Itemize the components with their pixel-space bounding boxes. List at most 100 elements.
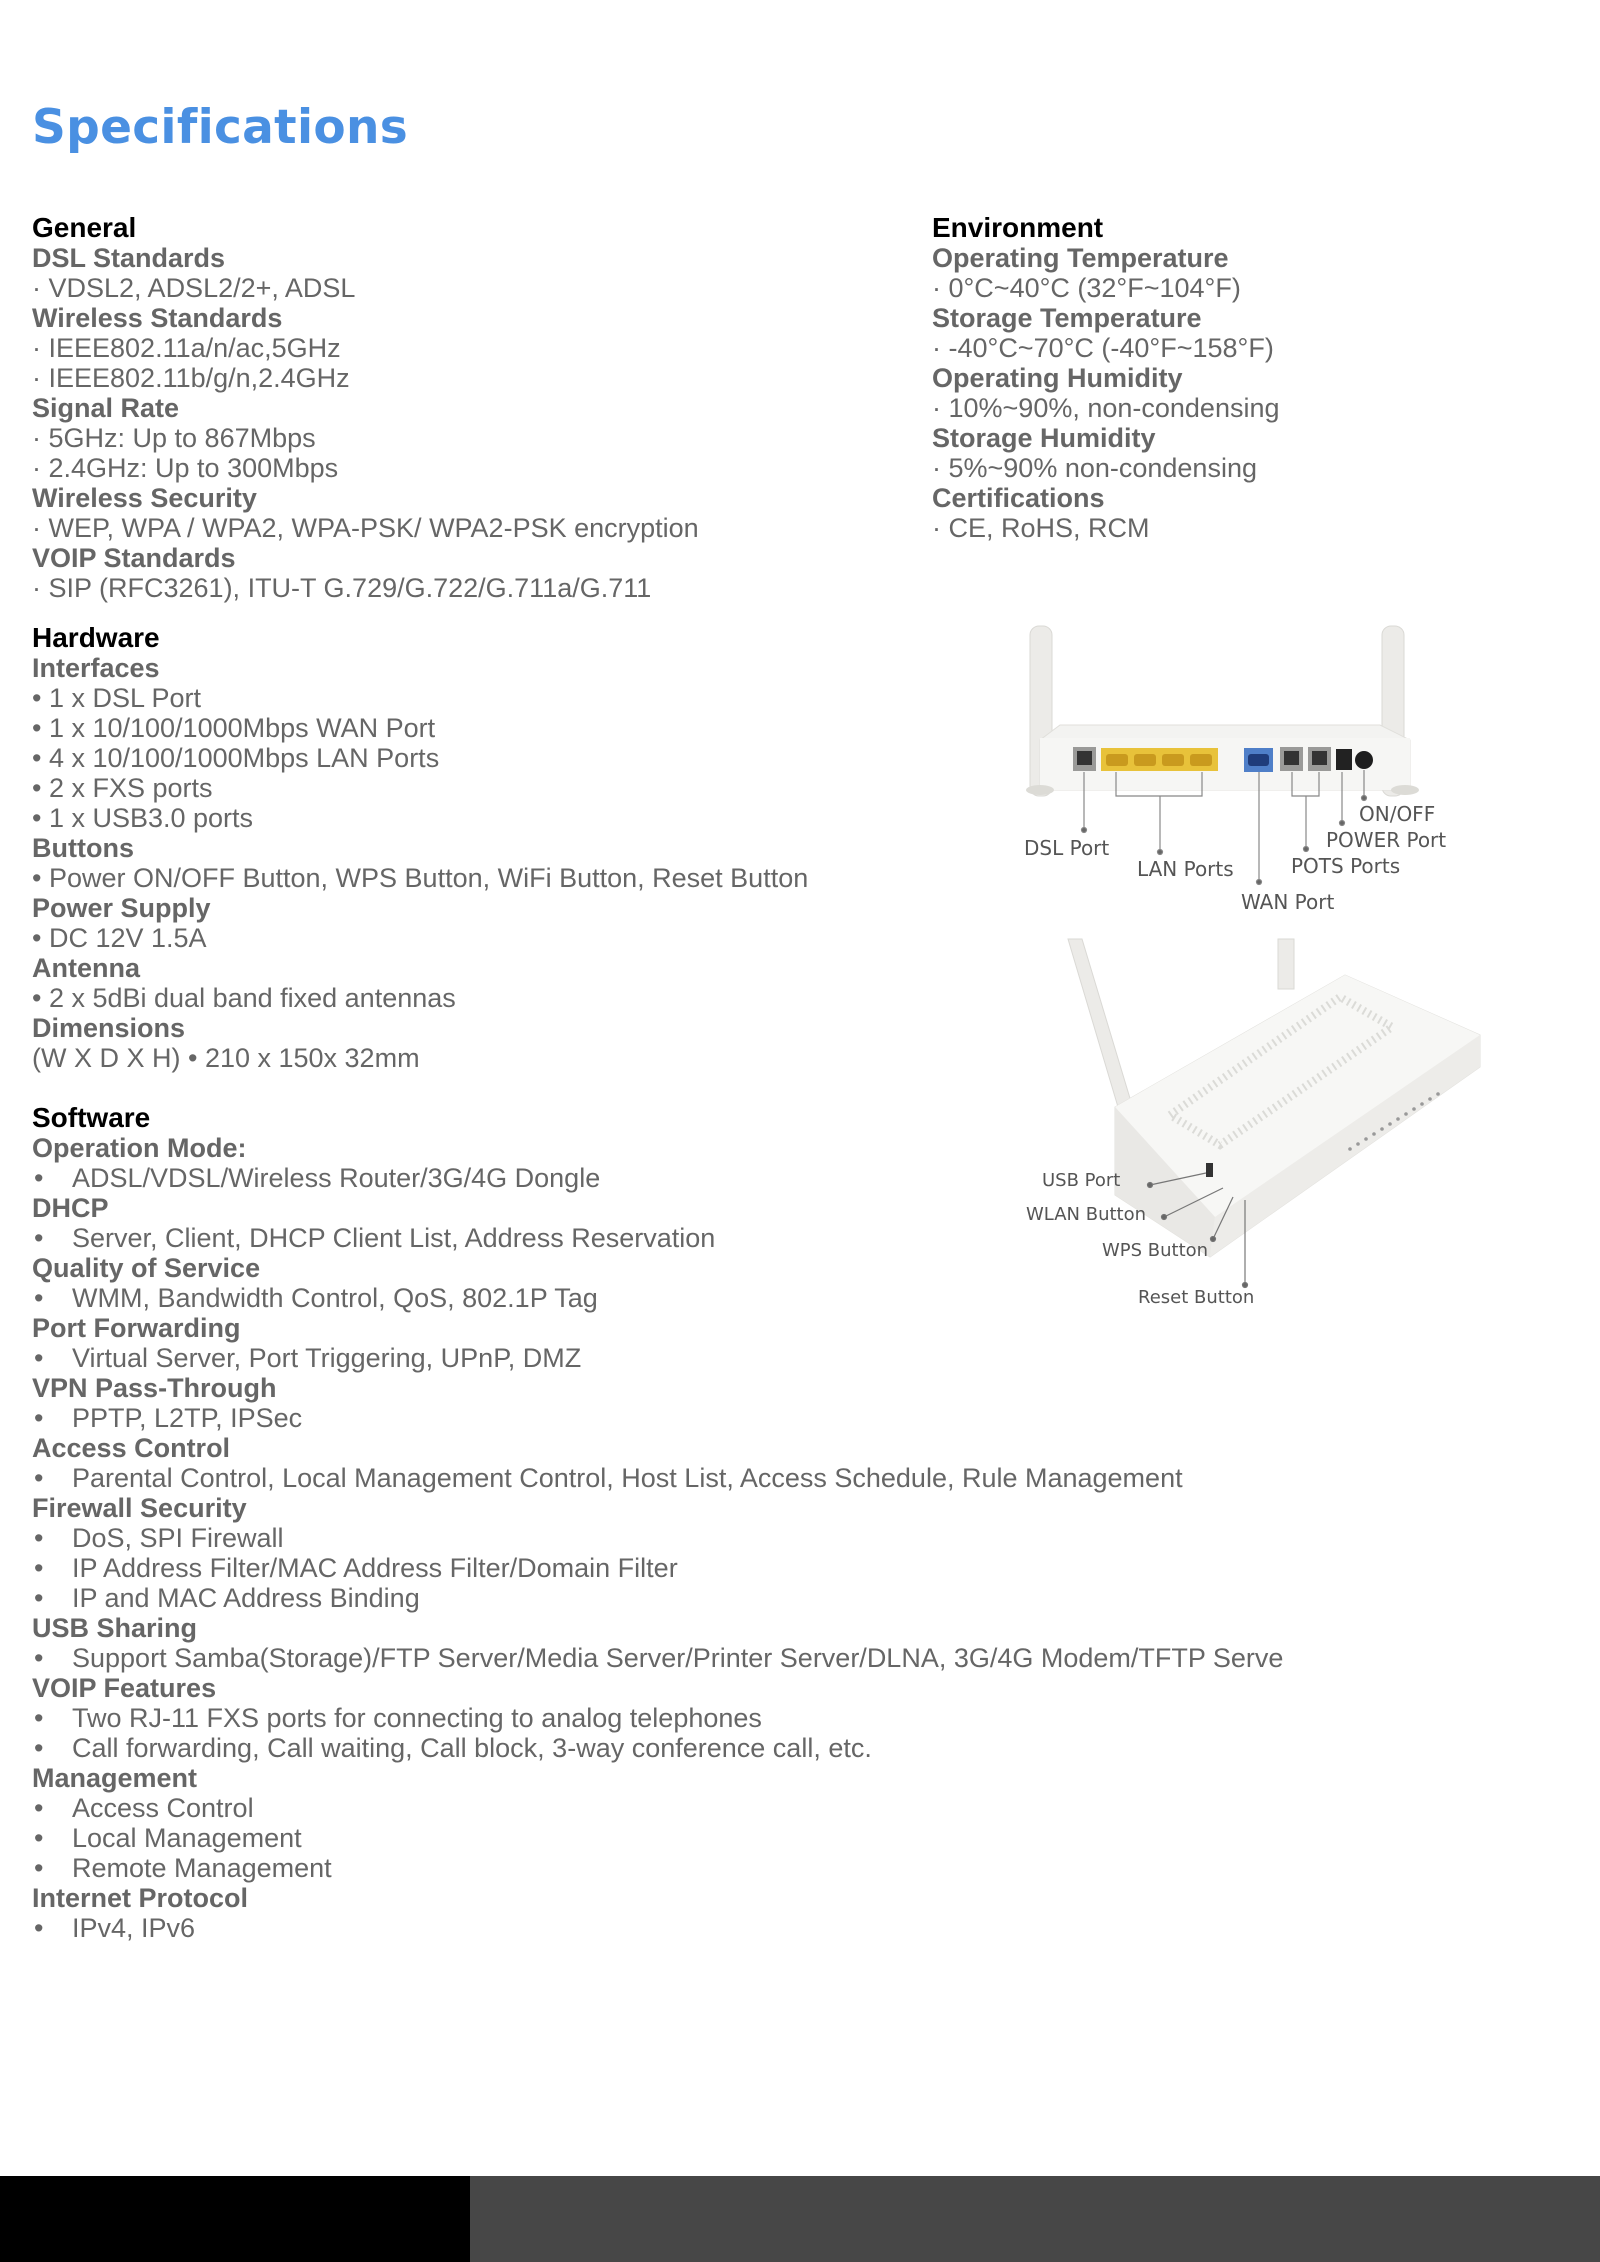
spec-label: Dimensions xyxy=(32,1013,186,1043)
spec-vpn-pass-through: VPN Pass-Through •PPTP, L2TP, IPSec xyxy=(32,1373,1432,1433)
spec-value: • 1 x 10/100/1000Mbps WAN Port xyxy=(32,713,436,743)
spec-value: · CE, RoHS, RCM xyxy=(932,513,1150,543)
spec-label: Interfaces xyxy=(32,653,160,683)
callout-power-port: POWER Port xyxy=(1326,828,1447,852)
bullet-icon: • xyxy=(34,1463,44,1493)
bullet-icon: • xyxy=(34,1643,44,1673)
spec-label: VOIP Standards xyxy=(32,543,236,573)
spec-value: (W X D X H) • 210 x 150x 32mm xyxy=(32,1043,420,1073)
spec-internet-protocol: Internet Protocol •IPv4, IPv6 xyxy=(32,1883,1432,1943)
spec-value: · IEEE802.11a/n/ac,5GHz xyxy=(32,333,341,363)
right-column: Environment Operating Temperature · 0°C~… xyxy=(932,213,1532,563)
spec-operation-mode: Operation Mode: •ADSL/VDSL/Wireless Rout… xyxy=(32,1133,1432,1193)
left-column: General DSL Standards · VDSL2, ADSL2/2+,… xyxy=(32,213,1432,1963)
spec-value: · WEP, WPA / WPA2, WPA-PSK/ WPA2-PSK enc… xyxy=(32,513,699,543)
spec-interfaces: Interfaces • 1 x DSL Port • 1 x 10/100/1… xyxy=(32,653,1432,833)
spec-wireless-standards: Wireless Standards · IEEE802.11a/n/ac,5G… xyxy=(32,303,1432,393)
spec-operating-temperature: Operating Temperature · 0°C~40°C (32°F~1… xyxy=(932,243,1532,303)
spec-usb-sharing: USB Sharing •Support Samba(Storage)/FTP … xyxy=(32,1613,1432,1673)
callout-usb-port: USB Port xyxy=(1042,1170,1121,1191)
spec-value: · 5GHz: Up to 867Mbps xyxy=(32,423,316,453)
general-section: General DSL Standards · VDSL2, ADSL2/2+,… xyxy=(32,212,1432,604)
callout-on-off: ON/OFF xyxy=(1359,802,1436,826)
spec-value: · 2.4GHz: Up to 300Mbps xyxy=(32,453,339,483)
software-section: Software Operation Mode: •ADSL/VDSL/Wire… xyxy=(32,1103,1432,1944)
bullet-icon: • xyxy=(34,1163,44,1193)
bullet-icon: • xyxy=(34,1283,44,1313)
spec-value: • Power ON/OFF Button, WPS Button, WiFi … xyxy=(32,863,809,893)
spec-certifications: Certifications · CE, RoHS, RCM xyxy=(932,483,1532,543)
hardware-section: Hardware Interfaces • 1 x DSL Port • 1 x… xyxy=(32,622,1432,1074)
section-heading-hardware: Hardware xyxy=(32,622,160,653)
spec-label: Firewall Security xyxy=(32,1493,247,1523)
spec-list-item: •Virtual Server, Port Triggering, UPnP, … xyxy=(34,1343,582,1373)
bullet-icon: • xyxy=(34,1343,44,1373)
spec-label: Internet Protocol xyxy=(32,1883,249,1913)
spec-list-item: •Access Control xyxy=(34,1793,254,1823)
spec-signal-rate: Signal Rate · 5GHz: Up to 867Mbps · 2.4G… xyxy=(32,393,1432,483)
spec-value: • 2 x 5dBi dual band fixed antennas xyxy=(32,983,456,1013)
spec-antenna: Antenna • 2 x 5dBi dual band fixed anten… xyxy=(32,953,1432,1013)
spec-management: Management •Access Control •Local Manage… xyxy=(32,1763,1432,1883)
spec-power-supply: Power Supply • DC 12V 1.5A xyxy=(32,893,1432,953)
spec-value: • 1 x USB3.0 ports xyxy=(32,803,254,833)
callout-wps-button: WPS Button xyxy=(1102,1240,1209,1261)
spec-value: · 5%~90% non-condensing xyxy=(932,453,1257,483)
spec-access-control: Access Control •Parental Control, Local … xyxy=(32,1433,1432,1493)
spec-label: Quality of Service xyxy=(32,1253,261,1283)
spec-list-item: •Server, Client, DHCP Client List, Addre… xyxy=(34,1223,716,1253)
spec-label: Port Forwarding xyxy=(32,1313,241,1343)
spec-qos: Quality of Service •WMM, Bandwidth Contr… xyxy=(32,1253,1432,1313)
spec-list-item: •IP Address Filter/MAC Address Filter/Do… xyxy=(34,1553,678,1583)
spec-list-item: •PPTP, L2TP, IPSec xyxy=(34,1403,303,1433)
spec-label: Certifications xyxy=(932,483,1105,513)
section-heading-general: General xyxy=(32,212,137,243)
bullet-icon: • xyxy=(34,1913,44,1943)
spec-list-item: •ADSL/VDSL/Wireless Router/3G/4G Dongle xyxy=(34,1163,601,1193)
spec-value: • 1 x DSL Port xyxy=(32,683,202,713)
spec-label: DSL Standards xyxy=(32,243,226,273)
spec-value: • 4 x 10/100/1000Mbps LAN Ports xyxy=(32,743,440,773)
bullet-icon: • xyxy=(34,1823,44,1853)
spec-label: Buttons xyxy=(32,833,134,863)
spec-list-item: •Parental Control, Local Management Cont… xyxy=(34,1463,1183,1493)
bullet-icon: • xyxy=(34,1793,44,1823)
spec-wireless-security: Wireless Security · WEP, WPA / WPA2, WPA… xyxy=(32,483,1432,543)
callout-lan-ports: LAN Ports xyxy=(1137,857,1234,881)
spec-label: Power Supply xyxy=(32,893,211,923)
router-front-illustration xyxy=(1067,938,1481,1289)
callout-wan-port: WAN Port xyxy=(1241,890,1335,914)
spec-label: Operating Humidity xyxy=(932,363,1183,393)
spec-list-item: •DoS, SPI Firewall xyxy=(34,1523,284,1553)
spec-value: · 0°C~40°C (32°F~104°F) xyxy=(932,273,1241,303)
spec-list-item: •Local Management xyxy=(34,1823,302,1853)
spec-dsl-standards: DSL Standards · VDSL2, ADSL2/2+, ADSL xyxy=(32,243,1432,303)
callout-pots-ports: POTS Ports xyxy=(1291,854,1401,878)
spec-voip-standards: VOIP Standards · SIP (RFC3261), ITU-T G.… xyxy=(32,543,1432,603)
router-rear-illustration xyxy=(1026,625,1419,886)
spec-firewall-security: Firewall Security •DoS, SPI Firewall •IP… xyxy=(32,1493,1432,1613)
spec-label: USB Sharing xyxy=(32,1613,198,1643)
spec-label: VOIP Features xyxy=(32,1673,217,1703)
bullet-icon: • xyxy=(34,1403,44,1433)
spec-value: • DC 12V 1.5A xyxy=(32,923,207,953)
spec-label: VPN Pass-Through xyxy=(32,1373,277,1403)
callout-dsl-port: DSL Port xyxy=(1024,836,1110,860)
bullet-icon: • xyxy=(34,1523,44,1553)
spec-label: Operating Temperature xyxy=(932,243,1229,273)
spec-label: Wireless Standards xyxy=(32,303,283,333)
spec-buttons: Buttons • Power ON/OFF Button, WPS Butto… xyxy=(32,833,1432,893)
spec-voip-features: VOIP Features •Two RJ-11 FXS ports for c… xyxy=(32,1673,1432,1763)
footer-bar-left xyxy=(0,2176,470,2262)
spec-label: Access Control xyxy=(32,1433,231,1463)
spec-label: Management xyxy=(32,1763,198,1793)
spec-list-item: •IPv4, IPv6 xyxy=(34,1913,196,1943)
spec-value: · VDSL2, ADSL2/2+, ADSL xyxy=(32,273,356,303)
bullet-icon: • xyxy=(34,1583,44,1613)
callout-wlan-button: WLAN Button xyxy=(1026,1204,1147,1225)
spec-list-item: •WMM, Bandwidth Control, QoS, 802.1P Tag xyxy=(34,1283,598,1313)
bullet-icon: • xyxy=(34,1733,44,1763)
spec-list-item: •IP and MAC Address Binding xyxy=(34,1583,420,1613)
spec-value: · 10%~90%, non-condensing xyxy=(932,393,1280,423)
spec-dimensions: Dimensions (W X D X H) • 210 x 150x 32mm xyxy=(32,1013,1432,1073)
